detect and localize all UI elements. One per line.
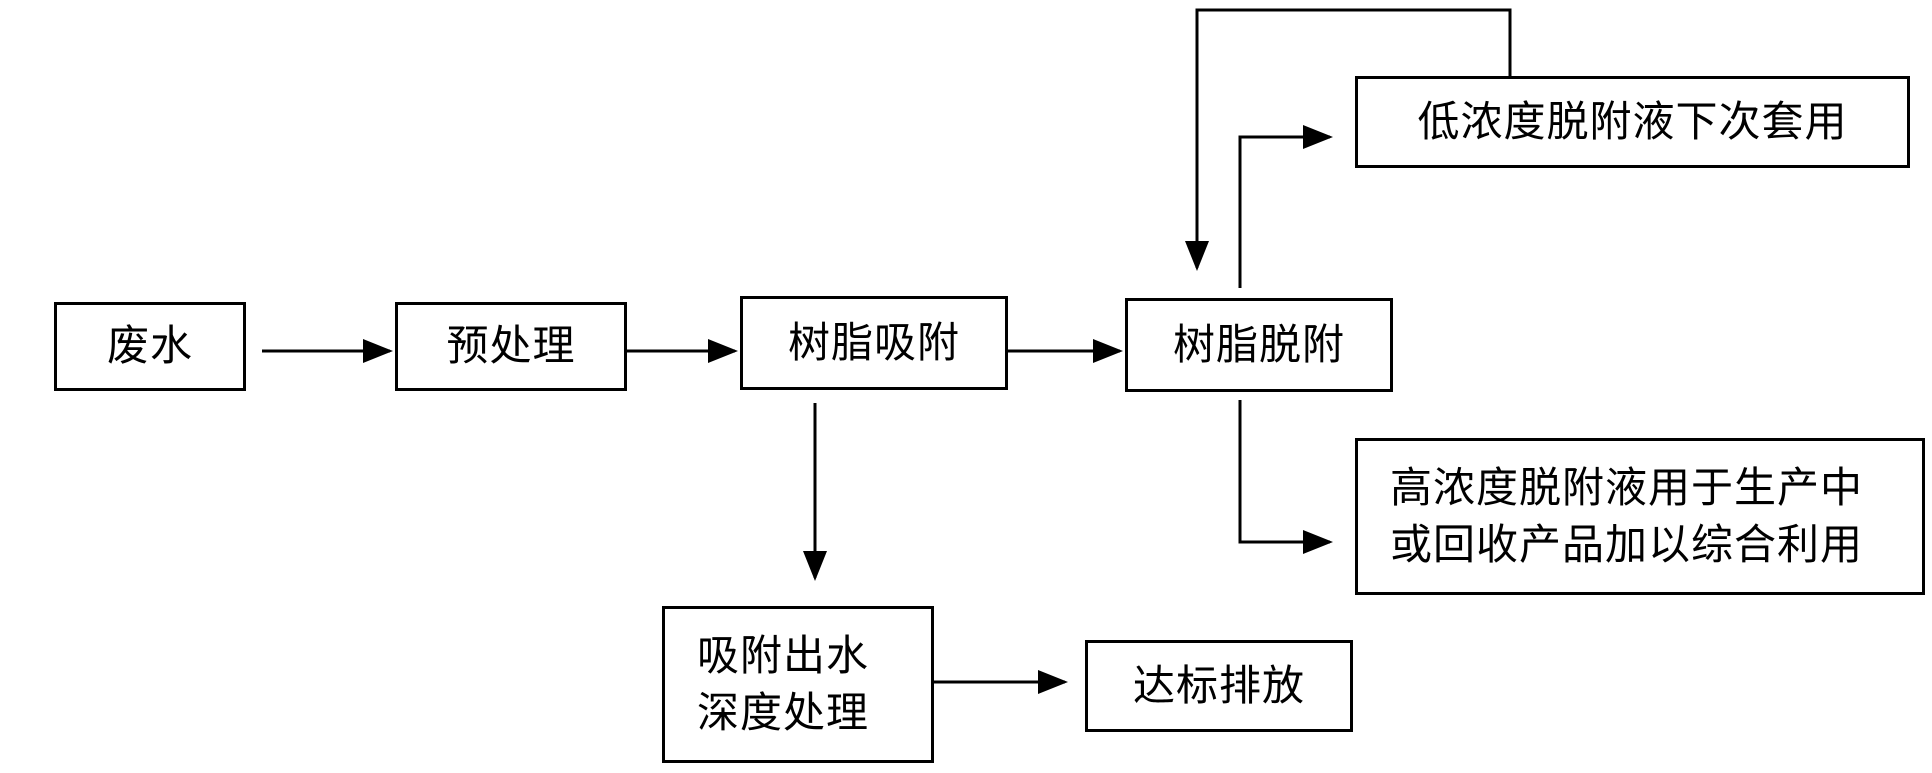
node-effluent-deep-treatment-line2: 深度处理: [697, 687, 870, 737]
node-low-conc-reuse-label: 低浓度脱附液下次套用: [1417, 96, 1848, 146]
node-resin-adsorption: 树脂吸附: [740, 296, 1008, 390]
node-effluent-deep-treatment-text: 吸附出水 深度处理: [697, 628, 869, 741]
node-discharge: 达标排放: [1085, 640, 1353, 732]
node-pretreatment: 预处理: [395, 302, 627, 391]
node-wastewater: 废水: [54, 302, 246, 391]
node-resin-desorption-label: 树脂脱附: [1172, 319, 1345, 369]
node-high-conc-use: 高浓度脱附液用于生产中 或回收产品加以综合利用: [1355, 438, 1925, 595]
arrow-low-conc-reuse-loop: [1185, 8, 1512, 271]
arrow-desorption-to-high-conc: [1238, 400, 1333, 554]
node-effluent-deep-treatment: 吸附出水 深度处理: [662, 606, 934, 763]
node-high-conc-use-line1: 高浓度脱附液用于生产中: [1390, 462, 1864, 512]
node-pretreatment-label: 预处理: [446, 321, 576, 371]
node-discharge-label: 达标排放: [1132, 660, 1305, 710]
node-high-conc-use-line2: 或回收产品加以综合利用: [1390, 519, 1864, 569]
node-effluent-deep-treatment-line1: 吸附出水: [697, 630, 870, 680]
arrow-desorption-to-low-conc: [1238, 125, 1333, 288]
node-wastewater-label: 废水: [106, 321, 193, 371]
node-high-conc-use-text: 高浓度脱附液用于生产中 或回收产品加以综合利用: [1390, 460, 1863, 573]
node-resin-desorption: 树脂脱附: [1125, 298, 1393, 392]
node-low-conc-reuse: 低浓度脱附液下次套用: [1355, 76, 1910, 168]
node-resin-adsorption-label: 树脂吸附: [787, 317, 960, 367]
